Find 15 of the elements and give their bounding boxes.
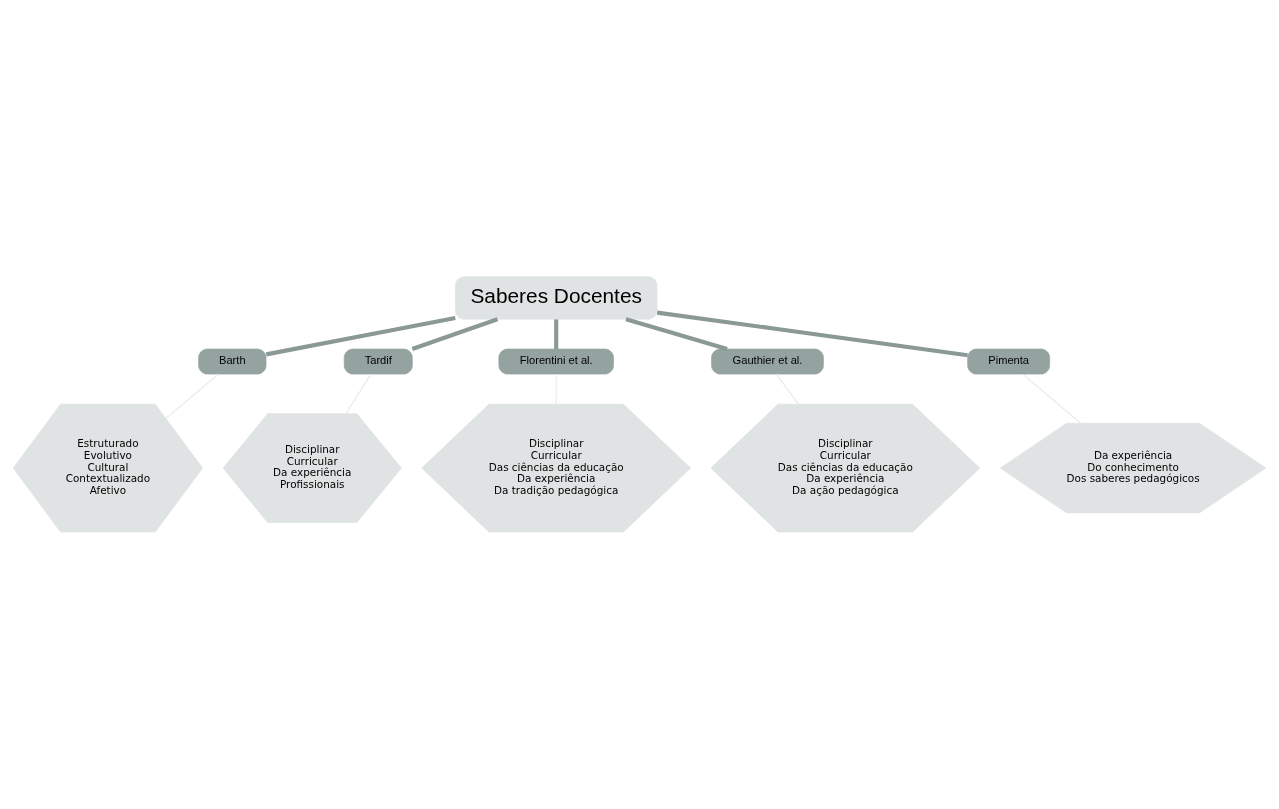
connector (265, 316, 456, 357)
connector (165, 373, 219, 419)
connector (656, 310, 968, 358)
node-box: Gauthier et al. (711, 348, 824, 375)
node-box: Pimenta (967, 348, 1050, 375)
node-box: Tardif (343, 348, 413, 375)
connector (554, 319, 559, 349)
connector (775, 373, 799, 405)
connector (345, 373, 372, 415)
node-box: Saberes Docentes (455, 276, 658, 320)
connector (1022, 373, 1082, 424)
node-box: Florentini et al. (498, 348, 614, 375)
connector (625, 317, 728, 351)
node-box: Barth (198, 348, 267, 375)
connector (411, 317, 499, 351)
